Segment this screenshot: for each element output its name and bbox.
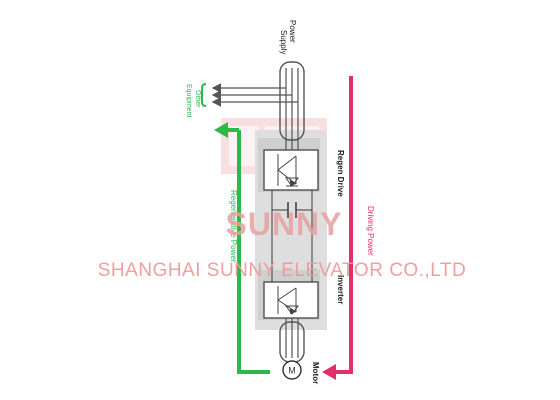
regen-drive-label: Regen Drive — [336, 150, 345, 197]
driving-power-label: Driving Power — [366, 206, 375, 256]
driving-power-arrow — [334, 76, 353, 374]
regenerative-power-label: Regenerative Power — [229, 190, 238, 263]
regen-power-arrow — [237, 138, 270, 374]
watermark-brand: SUNNY — [225, 206, 343, 242]
motor-symbol-text: M — [288, 366, 296, 376]
driving-power-arrowhead — [322, 364, 336, 380]
other-equipment-label-line2: Equipment — [185, 84, 192, 118]
motor-label: Motor — [311, 362, 320, 384]
motor-symbol — [282, 360, 302, 380]
inverter-label: Inverter — [336, 275, 345, 304]
power-supply-label-line2: Supply — [279, 30, 288, 54]
other-equipment-bracket — [201, 83, 207, 107]
watermark-company: SHANGHAI SUNNY ELEVATOR CO.,LTD — [97, 260, 467, 281]
regen-power-arrowhead — [214, 122, 228, 138]
power-supply-label-line1: Power — [288, 20, 297, 43]
other-equipment-label-line1: Other — [194, 90, 201, 108]
